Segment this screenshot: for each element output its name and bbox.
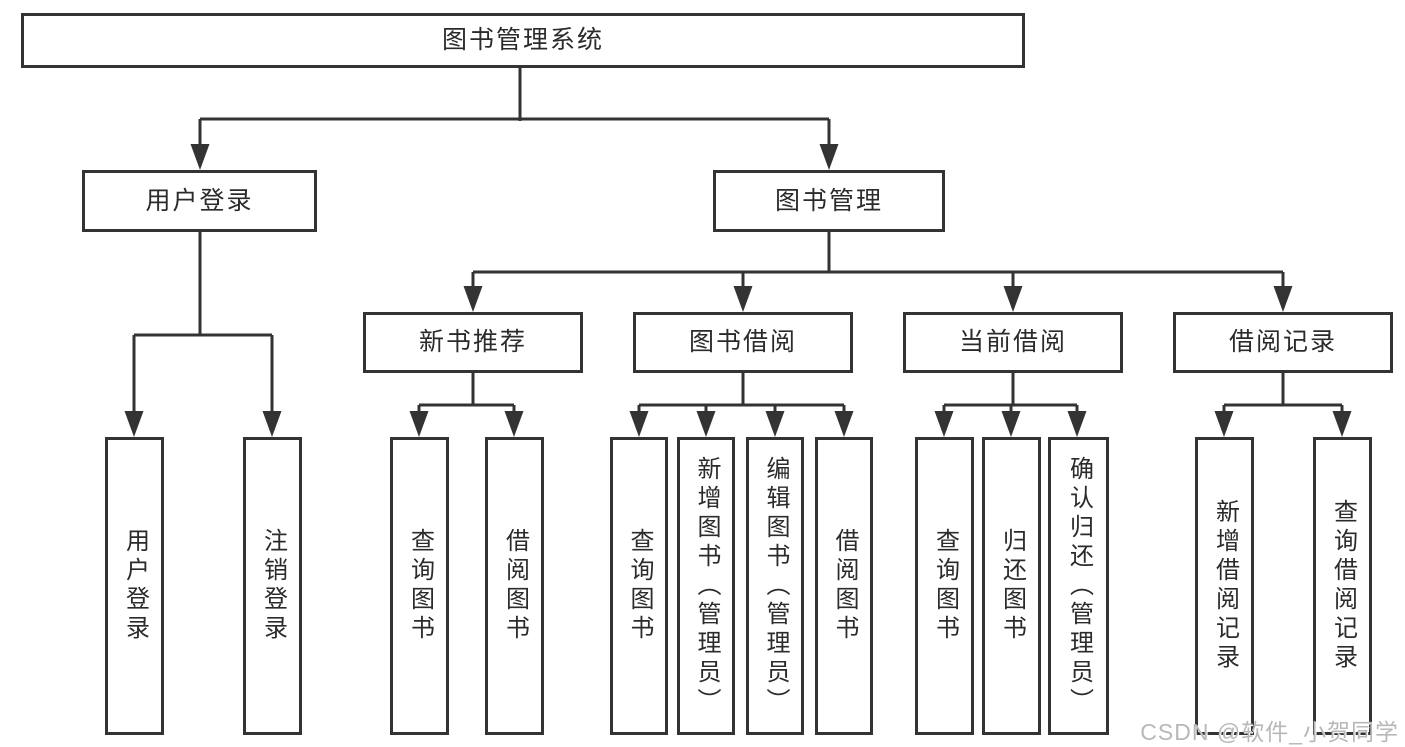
node-borrowing-records: 借阅记录 — [1173, 312, 1393, 373]
node-root-library-system: 图书管理系统 — [21, 13, 1025, 68]
node-user-login: 用户登录 — [82, 170, 317, 232]
node-label: 图书管理系统 — [441, 26, 604, 54]
leaf-label: 借阅图书 — [831, 528, 858, 644]
connector-edges — [132, 68, 1344, 416]
node-label: 借阅记录 — [1228, 328, 1337, 356]
arrowheads — [124, 144, 1352, 437]
csdn-watermark: CSDN @软件_小贺同学 — [1140, 719, 1399, 745]
leaf-label: 查询借阅记录 — [1329, 499, 1357, 673]
leaf-label: 借阅图书 — [501, 528, 529, 644]
leaf-query-borrow-record: 查询借阅记录 — [1313, 437, 1372, 735]
node-label: 当前借阅 — [958, 328, 1067, 356]
leaf-return-books: 归还图书 — [982, 437, 1041, 735]
node-book-management: 图书管理 — [713, 170, 945, 232]
leaf-user-login: 用户登录 — [105, 437, 164, 735]
leaf-query-books: 查询图书 — [610, 437, 668, 735]
leaf-add-books-admin: 新增图书（管理员） — [677, 437, 735, 735]
leaf-borrow-books: 借阅图书 — [485, 437, 544, 735]
leaf-query-books: 查询图书 — [390, 437, 449, 735]
leaf-label: 注销登录 — [259, 528, 287, 644]
node-new-book-recommendation: 新书推荐 — [363, 312, 583, 373]
node-label: 图书管理 — [774, 186, 883, 215]
leaf-label: 新增图书（管理员） — [693, 455, 720, 717]
leaf-borrow-books: 借阅图书 — [815, 437, 873, 735]
leaf-query-books: 查询图书 — [915, 437, 974, 735]
leaf-add-borrow-record: 新增借阅记录 — [1195, 437, 1254, 735]
node-label: 图书借阅 — [688, 328, 797, 356]
node-label: 用户登录 — [145, 186, 254, 215]
leaf-confirm-return-admin: 确认归还（管理员） — [1048, 437, 1109, 735]
leaf-label: 查询图书 — [406, 528, 434, 644]
leaf-label: 查询图书 — [931, 528, 959, 644]
leaf-label: 用户登录 — [121, 528, 149, 644]
leaf-label: 新增借阅记录 — [1211, 499, 1239, 673]
node-book-borrowing: 图书借阅 — [633, 312, 853, 373]
leaf-label: 编辑图书（管理员） — [762, 455, 789, 717]
leaf-label: 查询图书 — [626, 528, 653, 644]
leaf-label: 归还图书 — [998, 528, 1026, 644]
node-label: 新书推荐 — [418, 328, 527, 356]
leaf-edit-books-admin: 编辑图书（管理员） — [746, 437, 804, 735]
leaf-logout: 注销登录 — [243, 437, 302, 735]
leaf-label: 确认归还（管理员） — [1065, 455, 1093, 717]
node-current-borrowing: 当前借阅 — [903, 312, 1123, 373]
